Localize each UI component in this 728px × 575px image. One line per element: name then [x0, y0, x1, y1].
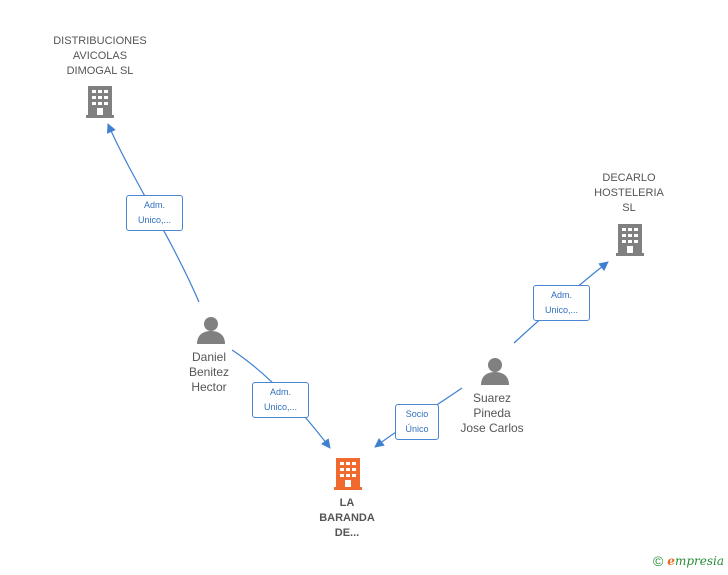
label-line: Jose Carlos — [460, 421, 524, 435]
copyright-icon: © — [652, 553, 664, 569]
edge-label-line: Socio — [405, 409, 429, 419]
building-icon — [616, 224, 644, 256]
label-line: DIMOGAL SL — [66, 65, 134, 77]
edge-label-suarez-baranda: Socio Único — [395, 404, 439, 440]
label-line: Benitez — [188, 365, 230, 379]
label-line: AVICOLAS — [72, 50, 128, 62]
label-line: LA — [339, 497, 355, 509]
edge-label-line: Adm. — [550, 290, 572, 300]
label-line: BARANDA — [319, 512, 375, 524]
label-line: HOSTELERIA — [594, 187, 664, 199]
edge-label-line: Adm. — [143, 200, 165, 210]
edge-label-line: Unico,... — [137, 215, 171, 225]
label-line: Hector — [191, 380, 227, 394]
person-icon — [481, 358, 509, 385]
brand-logo: empresia — [667, 554, 724, 568]
node-label-daniel: Daniel Benitez Hector — [169, 350, 249, 395]
label-line: SL — [622, 202, 636, 214]
label-line: DE... — [334, 527, 360, 539]
label-line: Suarez — [472, 391, 512, 405]
label-line: Pineda — [473, 406, 511, 420]
edge-label-line: Unico,... — [544, 305, 578, 315]
edge-label-line: Adm. — [269, 387, 291, 397]
node-label-suarez: Suarez Pineda Jose Carlos — [447, 391, 537, 436]
label-line: DECARLO — [602, 172, 656, 184]
building-icon — [86, 86, 114, 118]
brand-logo-letter: e — [667, 554, 675, 568]
edge-label-daniel-baranda: Adm. Unico,... — [252, 382, 309, 418]
node-label-distribuciones: DISTRIBUCIONES AVICOLAS DIMOGAL SL — [40, 34, 160, 79]
brand-logo-text: mpresia — [674, 554, 724, 568]
person-icon — [197, 317, 225, 344]
edge-label-daniel-distribuciones: Adm. Unico,... — [126, 195, 183, 231]
edge-label-line: Unico,... — [263, 402, 297, 412]
label-line: Daniel — [191, 350, 227, 364]
brand-watermark: © empresia — [653, 553, 724, 569]
building-icon — [334, 458, 362, 490]
label-line: DISTRIBUCIONES — [53, 35, 147, 47]
edge-label-suarez-decarlo: Adm. Unico,... — [533, 285, 590, 321]
node-label-decarlo: DECARLO HOSTELERIA SL — [579, 171, 679, 216]
node-label-baranda: LA BARANDA DE... — [307, 496, 387, 541]
edge-label-line: Único — [405, 424, 429, 434]
